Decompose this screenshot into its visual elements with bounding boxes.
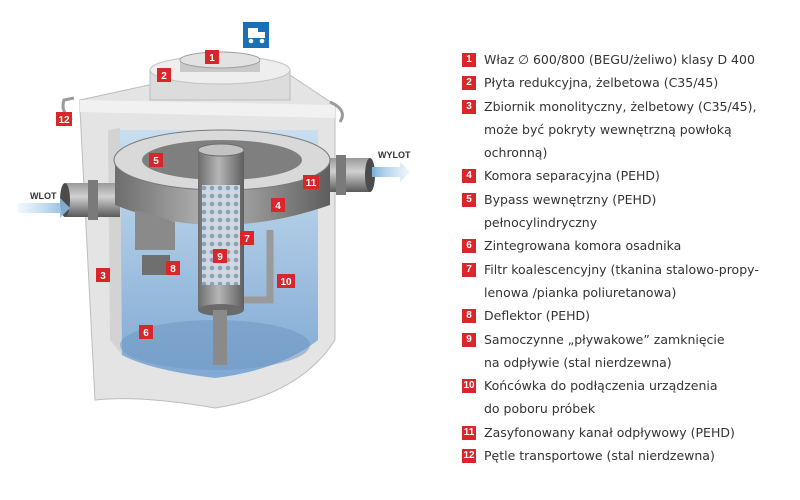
legend-item-text: Płyta redukcyjna, żelbetowa (C35/45): [484, 75, 719, 91]
legend-item-text: Bypass wewnętrzny (PEHD): [484, 191, 657, 207]
legend-list: 1 Właz ∅ 600/800 (BEGU/żeliwo) klasy D 40…: [462, 48, 797, 467]
legend-item-text: Komora separacyjna (PEHD): [484, 168, 660, 184]
svg-text:6: 6: [143, 328, 149, 339]
coalescing-filter: [197, 143, 245, 316]
legend-item-10: 10 Końcówka do podłączenia urządzenia do p…: [462, 374, 797, 421]
legend-item-5: 5 Bypass wewnętrzny (PEHD) pełnocylindrycz…: [462, 188, 797, 235]
marker-12: 12: [56, 112, 72, 126]
legend-number-badge: 1: [462, 53, 476, 67]
marker-4: 4: [271, 198, 285, 212]
legend-number-badge: 12: [462, 449, 476, 464]
inlet-label: WLOT: [30, 191, 57, 201]
svg-text:11: 11: [306, 178, 317, 189]
legend-item-2: 2 Płyta redukcyjna, żelbetowa (C35/45): [462, 71, 797, 94]
svg-text:12: 12: [58, 115, 70, 126]
outlet-label: WYLOT: [378, 150, 411, 160]
legend-item-text: lenowa /pianka poliuretanowa): [484, 284, 677, 300]
legend-item-11: 11 Zasyfonowany kanał odpływowy (PEHD): [462, 421, 797, 444]
svg-text:7: 7: [244, 234, 250, 245]
legend-item-text: Samoczynne „pływakowe” zamknięcie: [484, 331, 725, 347]
legend-number-badge: 5: [462, 192, 476, 207]
legend-item-text: Zasyfonowany kanał odpływowy (PEHD): [484, 424, 735, 440]
legend-item-8: 8 Deflektor (PEHD): [462, 304, 797, 327]
outlet-flow-arrow: [372, 162, 410, 182]
legend-item-text: Właz ∅ 600/800 (BEGU/żeliwo) klasy D 400: [484, 52, 755, 67]
legend-number-badge: 8: [462, 309, 476, 324]
svg-text:8: 8: [170, 264, 176, 275]
truck-icon: [243, 22, 269, 48]
legend-number-badge: 6: [462, 239, 476, 254]
legend-item-text: Filtr koalescencyjny (tkanina stalowo-pr…: [484, 261, 759, 277]
legend-number-badge: 11: [462, 425, 476, 440]
marker-3: 3: [96, 268, 110, 282]
legend-item-6: 6 Zintegrowana komora osadnika: [462, 234, 797, 257]
svg-text:2: 2: [161, 71, 167, 82]
marker-7: 7: [240, 231, 254, 245]
inlet-pipe: [60, 180, 120, 220]
legend-item-3: 3 Zbiornik monolityczny, żelbetowy (C35/4…: [462, 95, 797, 165]
legend-number-badge: 10: [462, 379, 476, 394]
legend-item-text: pełnocylindryczny: [484, 215, 598, 231]
svg-text:9: 9: [217, 252, 223, 263]
legend-item-text: Końcówka do podłączenia urządzenia: [484, 378, 718, 394]
marker-1: 1: [205, 50, 219, 64]
svg-text:10: 10: [280, 277, 292, 288]
legend-item-text: Deflektor (PEHD): [484, 308, 590, 324]
legend-item-text: na odpływie (stal nierdzewna): [484, 354, 672, 370]
outflow-pipe: [213, 310, 227, 365]
legend-item-text: Zbiornik monolityczny, żelbetowy (C35/45…: [484, 98, 757, 114]
manhole: [179, 51, 261, 72]
legend-item-12: 12 Pętle transportowe (stal nierdzewna): [462, 444, 797, 467]
legend-number-badge: 3: [462, 99, 476, 114]
svg-text:4: 4: [275, 201, 281, 212]
legend-number-badge: 7: [462, 262, 476, 277]
legend-item-text: może być pokryty wewnętrzną powłoką: [484, 121, 732, 137]
legend-item-text: do poboru próbek: [484, 401, 596, 417]
marker-9: 9: [213, 249, 227, 263]
legend-item-text: ochronną): [484, 145, 548, 161]
legend-item-7: 7 Filtr koalescencyjny (tkanina stalowo-p…: [462, 258, 797, 305]
legend-item-text: Pętle transportowe (stal nierdzewna): [484, 448, 715, 464]
marker-10: 10: [277, 274, 295, 288]
legend-item-text: Zintegrowana komora osadnika: [484, 238, 682, 254]
svg-text:3: 3: [100, 271, 106, 282]
marker-8: 8: [166, 261, 180, 275]
marker-2: 2: [157, 68, 171, 82]
legend-item-1: 1 Właz ∅ 600/800 (BEGU/żeliwo) klasy D 40…: [462, 48, 797, 71]
sampling-pipe: [244, 230, 274, 304]
legend-number-badge: 4: [462, 169, 476, 184]
marker-6: 6: [139, 325, 153, 339]
legend-item-9: 9 Samoczynne „pływakowe” zamknięcie na odp…: [462, 328, 797, 375]
deflector: [142, 255, 170, 275]
marker-11: 11: [303, 175, 319, 189]
legend-item-4: 4 Komora separacyjna (PEHD): [462, 164, 797, 187]
svg-text:5: 5: [153, 156, 159, 167]
svg-text:1: 1: [209, 53, 215, 64]
diagram-markers: 1 2 3 4 5 6 7 8 9 10 11 12: [56, 50, 319, 339]
marker-5: 5: [149, 153, 163, 167]
legend-number-badge: 2: [462, 76, 476, 91]
inlet-flow-arrow: [18, 198, 70, 218]
legend-number-badge: 9: [462, 332, 476, 347]
